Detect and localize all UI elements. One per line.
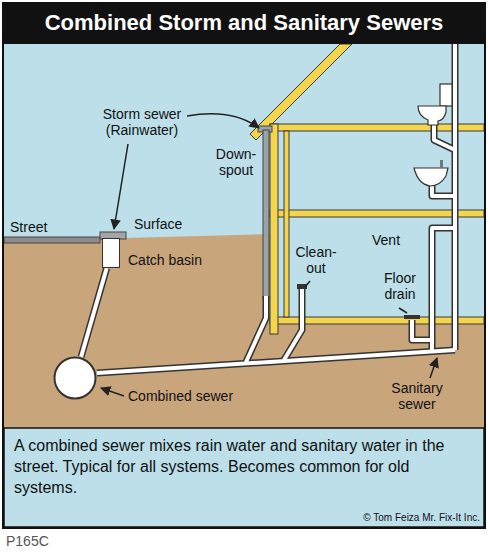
pipe-circle	[55, 358, 96, 399]
storm-pipe	[81, 268, 107, 357]
catch-basin-node: Catch basin	[102, 238, 120, 268]
part-label: Sanitary sewer	[384, 380, 450, 412]
sink-basin	[414, 168, 448, 186]
pipe-fill	[81, 268, 107, 357]
leader-arrow	[430, 358, 437, 378]
cleanout-pipe-outline	[284, 288, 302, 360]
basin-box	[102, 238, 120, 268]
sanitary-main	[97, 350, 455, 373]
downspout-drain	[246, 296, 266, 362]
part-label: Clean- out	[293, 244, 339, 276]
leader-lines	[101, 114, 437, 396]
part-label: Street	[10, 219, 47, 235]
part-label: Vent	[372, 232, 400, 248]
toilet-tank	[440, 84, 452, 106]
part-label: Storm sewer (Rainwater)	[92, 106, 192, 138]
part-label: © Tom Feiza Mr. Fix-It Inc.	[290, 512, 480, 524]
floor-drain-pipe	[412, 320, 432, 340]
sink-drain	[432, 185, 455, 196]
title-bar	[3, 3, 485, 44]
floor-drain-grate	[404, 315, 420, 319]
pipe-section	[53, 356, 97, 400]
vent-pipe-outline	[432, 228, 455, 352]
part-label: Surface	[134, 216, 182, 232]
leader-line	[399, 308, 407, 313]
street-surface	[4, 237, 100, 243]
toilet-drain-outline	[434, 124, 455, 150]
node-label: Catch basin	[128, 252, 202, 268]
sky	[4, 44, 484, 240]
part-label: Floor drain	[378, 270, 422, 302]
leader-arrow	[101, 388, 124, 396]
inner-wall	[284, 131, 289, 317]
outer-wall	[270, 124, 278, 334]
caption-panel	[4, 428, 484, 527]
sanitary-main-outline	[97, 350, 455, 373]
sink-faucet	[440, 160, 443, 168]
caption-text: A combined sewer mixes rain water and sa…	[14, 436, 474, 498]
title-text: Combined Storm and Sanitary Sewers	[45, 10, 444, 36]
vent-pipe	[432, 228, 455, 352]
part-label: P165C	[6, 533, 49, 549]
part-label: Down- spout	[214, 146, 258, 178]
pipe-fills	[97, 44, 455, 373]
sink-drain-outline	[432, 185, 455, 196]
outer-frame	[3, 3, 485, 528]
pipe-outlines	[97, 44, 455, 373]
downspout-drain-outline	[246, 296, 266, 362]
toilet-bowl	[418, 106, 446, 125]
leader-line	[305, 281, 310, 287]
leader-arrow	[187, 114, 259, 128]
sewer-main-node: Combined sewer	[53, 356, 97, 400]
pipe-outline	[81, 268, 107, 357]
cleanout-pipe	[284, 288, 302, 360]
leader-arrow	[114, 144, 128, 229]
downspout	[263, 130, 269, 298]
node-label: Combined sewer	[128, 388, 233, 404]
toilet-drain	[434, 124, 455, 150]
